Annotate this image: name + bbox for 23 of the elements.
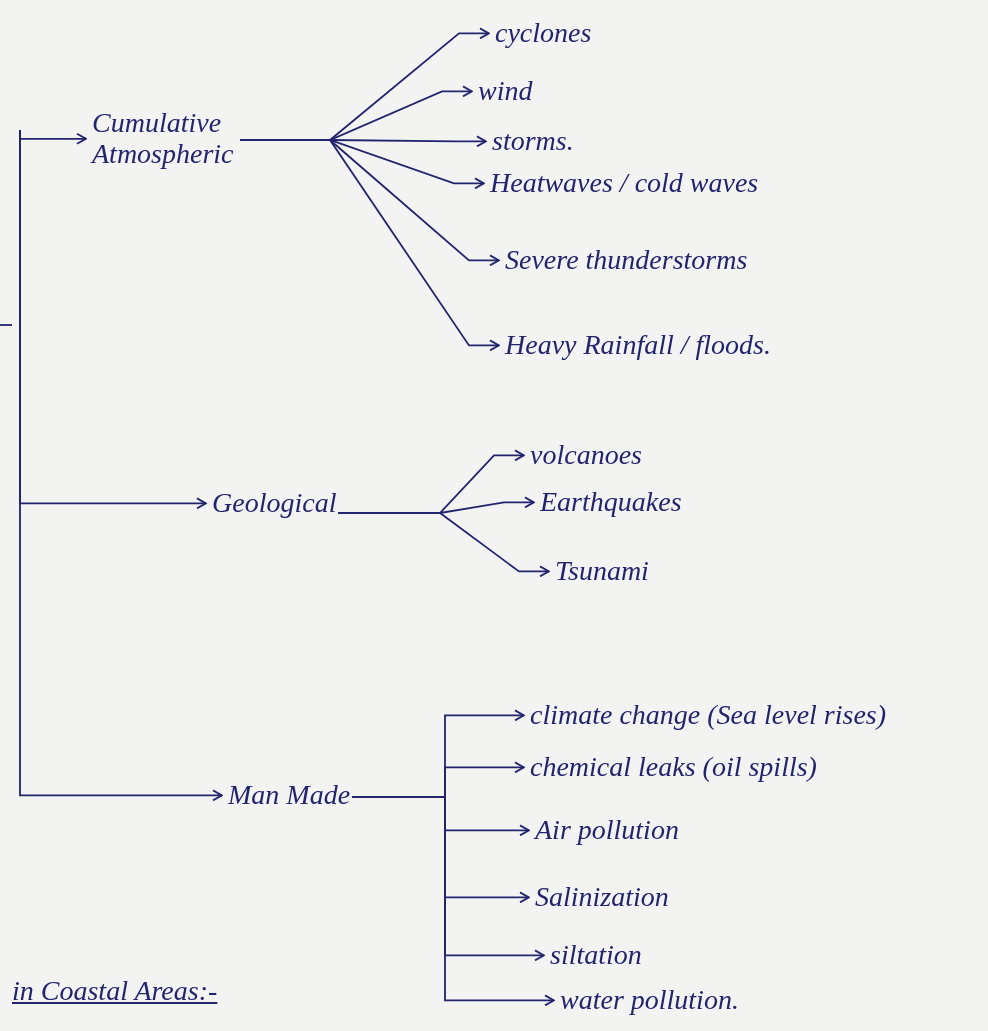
hazard-text: Air pollution xyxy=(535,815,679,846)
category-text: Cumulative Atmospheric xyxy=(92,108,238,170)
hazard-text: cyclones xyxy=(495,18,592,49)
hazard-text: chemical leaks (oil spills) xyxy=(530,752,817,783)
hazard-text: Tsunami xyxy=(555,556,649,587)
arrow xyxy=(19,129,223,802)
arrow xyxy=(337,512,550,578)
hazard-text: storms. xyxy=(492,126,574,157)
category-text: Man Made xyxy=(228,780,351,811)
hazard-text: Severe thunderstorms xyxy=(505,245,748,276)
hazard-text: Earthquakes xyxy=(540,487,682,518)
hazard-text: wind xyxy=(478,76,533,107)
arrow xyxy=(239,139,500,352)
note-text: in Coastal Areas:- xyxy=(12,975,218,1007)
hazard-text: Heavy Rainfall / floods. xyxy=(505,330,771,361)
hazard-text: volcanoes xyxy=(530,440,642,471)
hazard-text: siltation xyxy=(550,940,642,971)
hazard-text: Heatwaves / cold waves xyxy=(490,168,759,199)
arrow xyxy=(351,796,555,1007)
hazard-text: climate change (Sea level rises) xyxy=(530,700,887,731)
category-text: Geological xyxy=(212,488,337,519)
hazard-text: Salinization xyxy=(535,882,669,913)
hazard-text: water pollution. xyxy=(560,985,739,1016)
